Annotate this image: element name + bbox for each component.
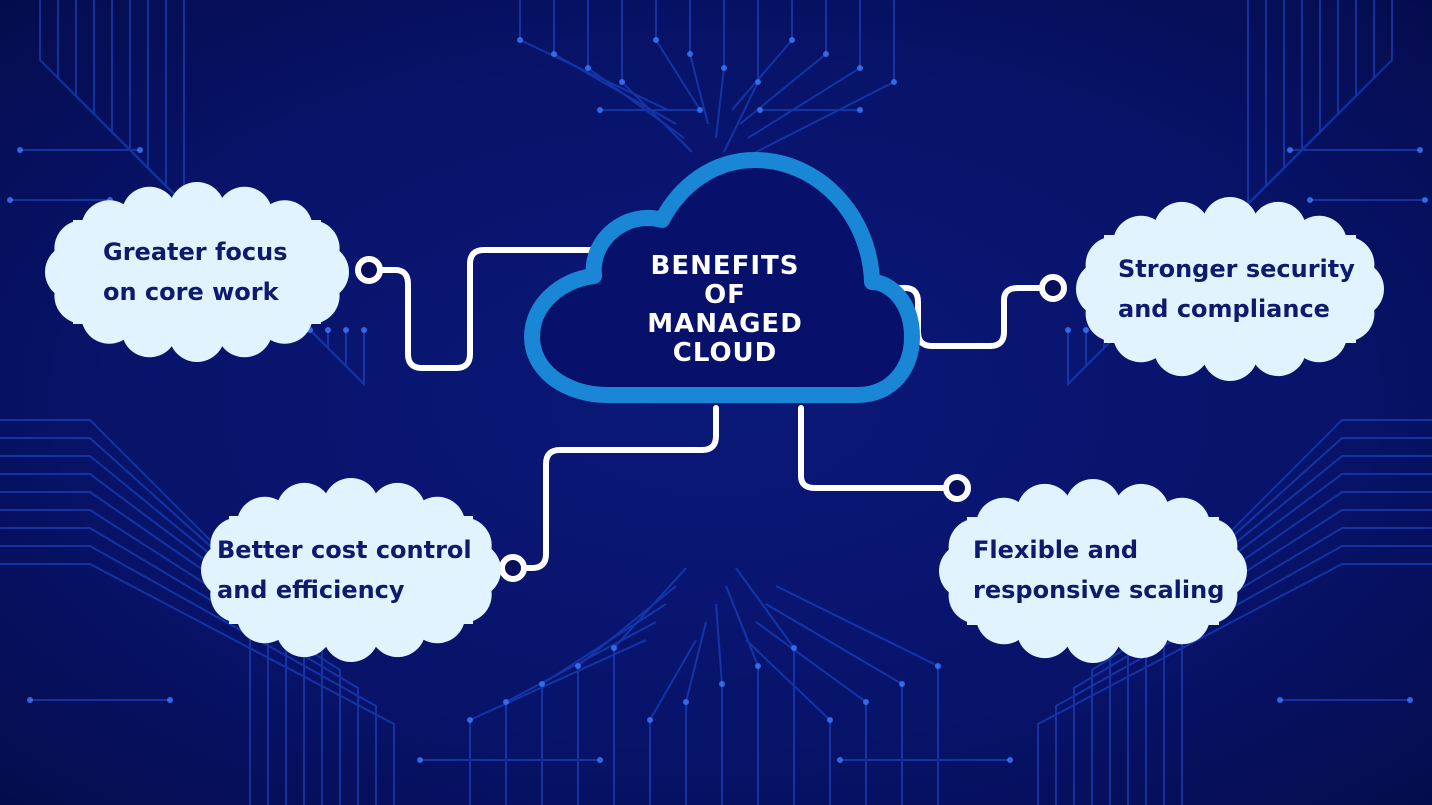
- benefit-line: and compliance: [1118, 295, 1330, 323]
- benefit-line: on core work: [103, 278, 279, 306]
- circuit-dot: [827, 717, 833, 723]
- connector-cost: [523, 405, 719, 571]
- circuit-dot: [823, 51, 829, 57]
- circuit-dot: [17, 147, 23, 153]
- circuit-dot: [597, 107, 603, 113]
- circuit-dot: [1007, 757, 1013, 763]
- circuit-dot: [597, 757, 603, 763]
- circuit-dot: [503, 699, 509, 705]
- circuit-dot: [837, 757, 843, 763]
- connector-scaling: [798, 405, 947, 491]
- circuit-dot: [755, 79, 761, 85]
- circuit-dot: [575, 663, 581, 669]
- circuit-dot: [891, 79, 897, 85]
- circuit-dot: [467, 717, 473, 723]
- circuit-dot: [687, 51, 693, 57]
- benefit-line: Greater focus: [103, 238, 288, 266]
- benefit-line: Stronger security: [1118, 255, 1355, 283]
- circuit-dot: [585, 65, 591, 71]
- connector-node-security: [1039, 274, 1067, 302]
- central-cloud-icon: [524, 152, 920, 403]
- circuit-dot: [757, 107, 763, 113]
- circuit-dot: [647, 717, 653, 723]
- circuit-dot: [791, 645, 797, 651]
- circuit-dot: [1307, 197, 1313, 203]
- circuit-trace: [0, 473, 305, 805]
- circuit-trace: [1145, 455, 1432, 805]
- connector-focus: [375, 247, 603, 371]
- circuit-dot: [899, 681, 905, 687]
- circuit-trace: [1181, 419, 1432, 805]
- circuit-dot: [27, 697, 33, 703]
- circuit-dot: [7, 197, 13, 203]
- circuit-dot: [325, 327, 331, 333]
- benefit-puff-cost: [201, 478, 501, 662]
- circuit-trace: [0, 419, 251, 805]
- circuit-trace: [0, 563, 395, 805]
- circuit-dot: [1287, 147, 1293, 153]
- circuit-dot: [517, 37, 523, 43]
- benefit-puff-scaling: [939, 479, 1247, 663]
- circuit-dot: [683, 699, 689, 705]
- circuit-dot: [551, 51, 557, 57]
- circuit-dot: [755, 663, 761, 669]
- circuit-dot: [719, 681, 725, 687]
- benefit-puff-focus: [45, 182, 349, 362]
- circuit-dot: [935, 663, 941, 669]
- circuit-dot: [343, 327, 349, 333]
- center-title-line: OF: [704, 280, 746, 310]
- circuit-dot: [1417, 147, 1423, 153]
- connector-security: [879, 285, 1043, 349]
- circuit-dot: [721, 65, 727, 71]
- circuit-dot: [361, 327, 367, 333]
- circuit-dot: [1277, 697, 1283, 703]
- circuit-dot: [653, 37, 659, 43]
- circuit-trace: [0, 437, 269, 805]
- circuit-dot: [697, 107, 703, 113]
- circuit-dot: [417, 757, 423, 763]
- circuit-dot: [1422, 197, 1428, 203]
- benefit-label-focus: Greater focus on core work: [103, 232, 287, 312]
- circuit-dot: [1065, 327, 1071, 333]
- benefit-line: and efficiency: [217, 576, 405, 604]
- circuit-dot: [539, 681, 545, 687]
- center-title: BENEFITS OF MANAGED CLOUD: [610, 252, 840, 368]
- circuit-dot: [857, 107, 863, 113]
- circuit-trace: [0, 455, 287, 805]
- connector-node-scaling: [943, 474, 971, 502]
- center-title-line: BENEFITS: [650, 251, 800, 281]
- circuit-trace: [0, 545, 377, 805]
- circuit-dot: [611, 645, 617, 651]
- connector-node-cost: [499, 554, 527, 582]
- circuit-trace: [1037, 563, 1432, 805]
- benefit-line: Better cost control: [217, 536, 472, 564]
- circuit-dot: [1407, 697, 1413, 703]
- circuit-dot: [857, 65, 863, 71]
- circuit-trace: [1163, 437, 1432, 805]
- circuit-dot: [789, 37, 795, 43]
- benefit-label-scaling: Flexible and responsive scaling: [973, 530, 1224, 610]
- circuit-dot: [1083, 327, 1089, 333]
- connector-node-focus: [355, 256, 383, 284]
- benefit-label-cost: Better cost control and efficiency: [217, 530, 472, 610]
- circuit-dot: [619, 79, 625, 85]
- circuit-dot: [167, 697, 173, 703]
- circuit-dot: [137, 147, 143, 153]
- benefit-label-security: Stronger security and compliance: [1118, 249, 1355, 329]
- circuit-dot: [863, 699, 869, 705]
- benefit-line: responsive scaling: [973, 576, 1225, 604]
- benefit-line: Flexible and: [973, 536, 1139, 564]
- benefit-puff-security: [1076, 197, 1384, 381]
- center-title-line: MANAGED: [647, 309, 803, 339]
- center-title-line: CLOUD: [672, 338, 778, 368]
